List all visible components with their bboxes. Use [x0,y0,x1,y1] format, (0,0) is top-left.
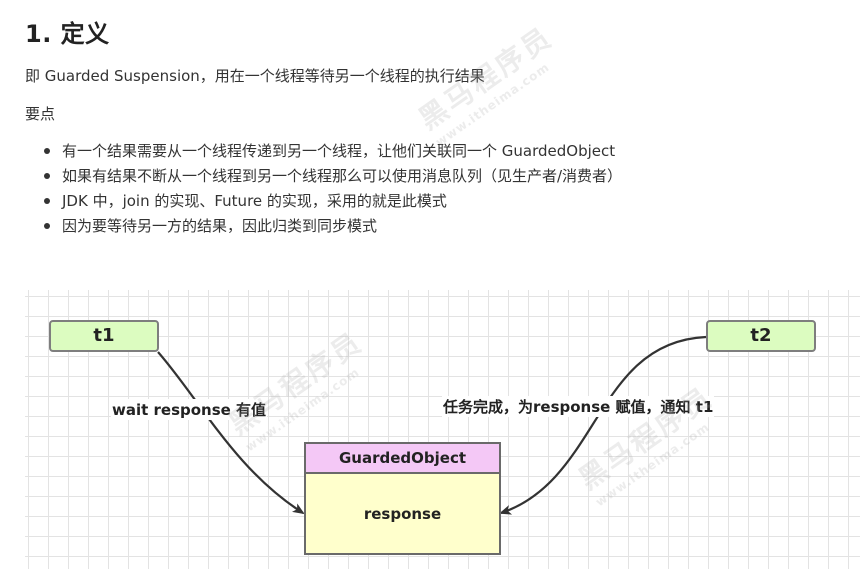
thread-t2-node: t2 [706,320,816,352]
bullet-icon [44,173,50,179]
list-item: 有一个结果需要从一个线程传递到另一个线程，让他们关联同一个 GuardedObj… [24,141,622,166]
t1-to-object-arrow [157,351,305,515]
list-item: 如果有结果不断从一个线程到另一个线程那么可以使用消息队列（见生产者/消费者） [24,166,622,191]
list-item-text: 有一个结果需要从一个线程传递到另一个线程，让他们关联同一个 GuardedObj… [62,142,616,160]
guarded-suspension-diagram: t1 t2 wait response 有值 任务完成，为response 赋值… [25,290,860,569]
list-item-text: JDK 中，join 的实现、Future 的实现，采用的就是此模式 [62,192,447,210]
notify-label: 任务完成，为response 赋值，通知 t1 [442,396,715,417]
guarded-object-title: GuardedObject [306,444,499,474]
bullet-icon [44,198,50,204]
guarded-object-field: response [363,505,442,523]
key-points-title: 要点 [25,105,56,123]
t2-to-object-arrow [499,335,707,515]
watermark-site: www.itheima.com [432,59,553,150]
key-points-list: 有一个结果需要从一个线程传递到另一个线程，让他们关联同一个 GuardedObj… [24,141,622,241]
thread-t1-node: t1 [49,320,159,352]
wait-label: wait response 有值 [111,399,268,420]
bullet-icon [44,148,50,154]
list-item: 因为要等待另一方的结果，因此归类到同步模式 [24,216,622,241]
list-item-text: 如果有结果不断从一个线程到另一个线程那么可以使用消息队列（见生产者/消费者） [62,167,623,185]
list-item-text: 因为要等待另一方的结果，因此归类到同步模式 [62,217,378,235]
intro-paragraph: 即 Guarded Suspension，用在一个线程等待另一个线程的执行结果 [25,67,485,85]
list-item: JDK 中，join 的实现、Future 的实现，采用的就是此模式 [24,191,622,216]
bullet-icon [44,223,50,229]
guarded-object-box: GuardedObject response [304,442,501,555]
section-heading: 1. 定义 [25,20,110,48]
